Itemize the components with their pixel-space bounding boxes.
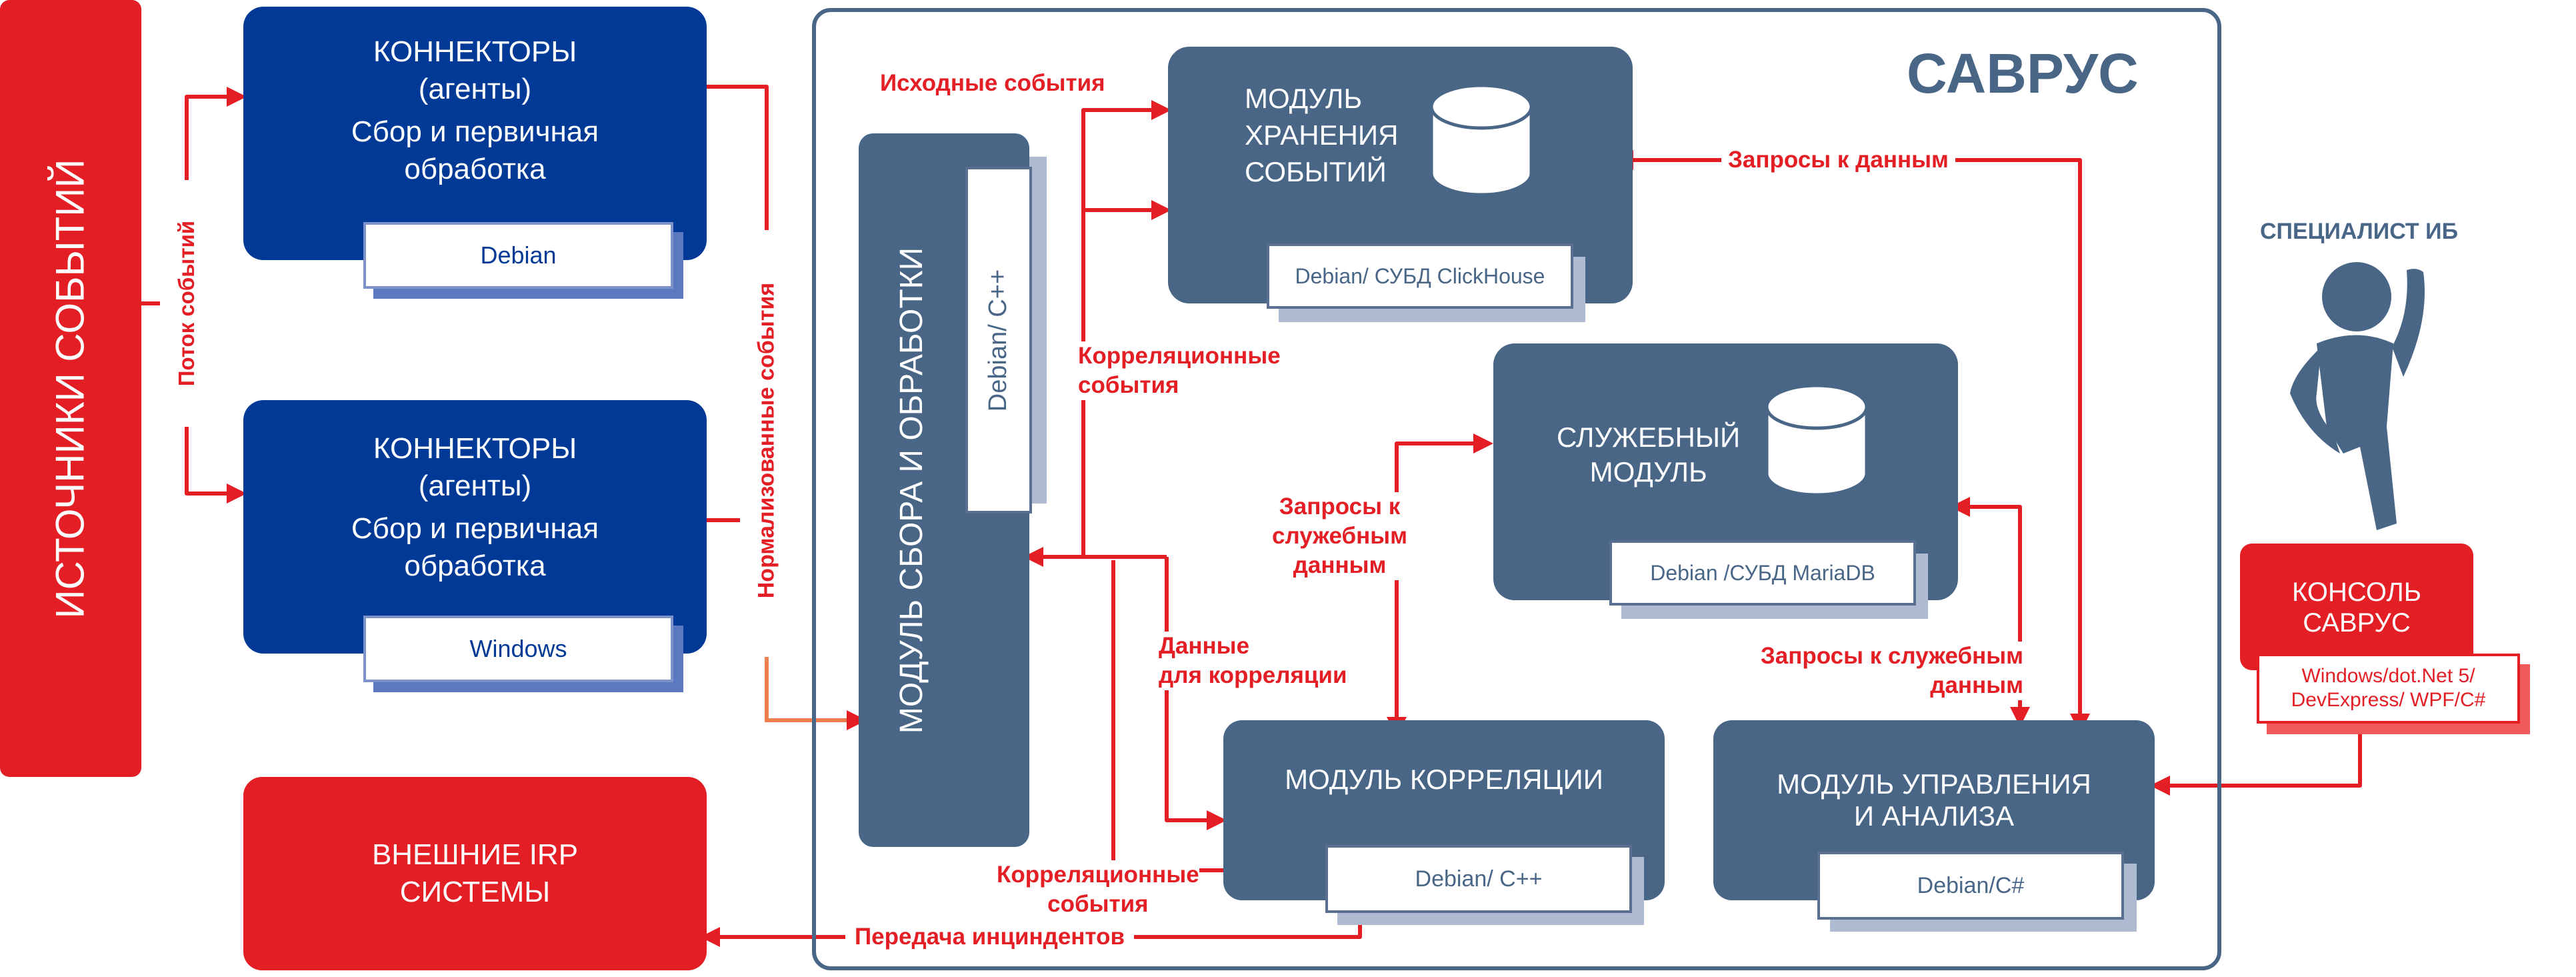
connector-subtitle: (агенты) <box>418 469 532 502</box>
service-platform-tag: Debian /СУБД MariaDB <box>1609 540 1916 606</box>
database-icon <box>1765 383 1869 497</box>
management-line: МОДУЛЬ УПРАВЛЕНИЯ <box>1777 768 2091 800</box>
connector-windows: КОННЕКТОРЫ (агенты) Сбор и первичная обр… <box>243 400 707 654</box>
event-sources-block: ИСТОЧНИКИ СОБЫТИЙ <box>0 0 141 777</box>
savrus-title: САВРУС <box>1907 42 2139 105</box>
label-corr-events-2: Корреляционные события <box>997 860 1199 919</box>
collection-label-wrap: МОДУЛЬ СБОРА И ОБРАБОТКИ <box>859 133 965 847</box>
console-line: КОНСОЛЬ <box>2291 578 2422 607</box>
management-line: И АНАЛИЗА <box>1853 800 2015 832</box>
correlation-title: МОДУЛЬ КОРРЕЛЯЦИИ <box>1285 764 1603 795</box>
external-irp-systems: ВНЕШНИЕ IRP СИСТЕМЫ <box>243 777 707 970</box>
label-event-flow-wrap: Поток событий <box>160 180 213 427</box>
storage-platform-tag: Debian/ СУБД ClickHouse <box>1267 243 1573 309</box>
connector-desc: обработка <box>404 153 546 185</box>
label-corr-events-1: Корреляционные события <box>1078 341 1281 400</box>
database-icon <box>1429 83 1533 197</box>
storage-line: СОБЫТИЙ <box>1245 156 1387 187</box>
savrus-frame <box>812 8 2221 970</box>
label-svc-requests-2: Запросы к служебным данным <box>1740 642 2023 700</box>
irp-line1: ВНЕШНИЕ IRP <box>371 838 579 871</box>
service-line: СЛУЖЕБНЫЙ <box>1557 421 1741 453</box>
connector-desc: обработка <box>404 550 546 582</box>
specialist-label: СПЕЦИАЛИСТ ИБ <box>2260 219 2459 244</box>
storage-line: ХРАНЕНИЯ <box>1245 119 1399 151</box>
label-corr-data: Данные для корреляции <box>1159 632 1347 690</box>
label-svc-requests-1: Запросы к служебным данным <box>1272 492 1408 580</box>
label-normalized: Нормализованные события <box>753 282 779 598</box>
label-event-flow: Поток событий <box>174 220 199 387</box>
connector-desc: Сбор и первичная <box>351 115 599 148</box>
management-platform-tag: Debian/C# <box>1817 852 2124 920</box>
platform-tag-windows: Windows <box>363 616 673 682</box>
connector-debian: КОННЕКТОРЫ (агенты) Сбор и первичная обр… <box>243 7 707 260</box>
service-line: МОДУЛЬ <box>1589 456 1707 487</box>
console-platform-tag: Windows/dot.Net 5/ DevExpress/ WPF/C# <box>2257 654 2520 724</box>
storage-line: МОДУЛЬ <box>1245 83 1363 114</box>
connector-title: КОННЕКТОРЫ <box>373 432 577 465</box>
console-line: САВРУС <box>2303 608 2411 638</box>
console-savrus: КОНСОЛЬ САВРУС <box>2240 544 2473 670</box>
platform-tag-debian: Debian <box>363 222 673 289</box>
connector-subtitle: (агенты) <box>418 73 532 105</box>
label-source-events: Исходные события <box>880 70 1105 96</box>
label-data-requests: Запросы к данным <box>1721 145 1955 175</box>
collection-platform-tag: Debian/ C++ <box>965 167 1032 514</box>
correlation-platform-tag: Debian/ C++ <box>1325 845 1632 913</box>
collection-label: МОДУЛЬ СБОРА И ОБРАБОТКИ <box>894 247 930 734</box>
label-incidents: Передача инциндентов <box>845 922 1135 952</box>
connector-desc: Сбор и первичная <box>351 512 599 545</box>
person-icon <box>2290 262 2425 530</box>
connector-title: КОННЕКТОРЫ <box>373 35 577 68</box>
label-normalized-wrap: Нормализованные события <box>740 230 793 650</box>
irp-line2: СИСТЕМЫ <box>399 876 551 908</box>
event-sources-label: ИСТОЧНИКИ СОБЫТИЙ <box>48 158 93 619</box>
